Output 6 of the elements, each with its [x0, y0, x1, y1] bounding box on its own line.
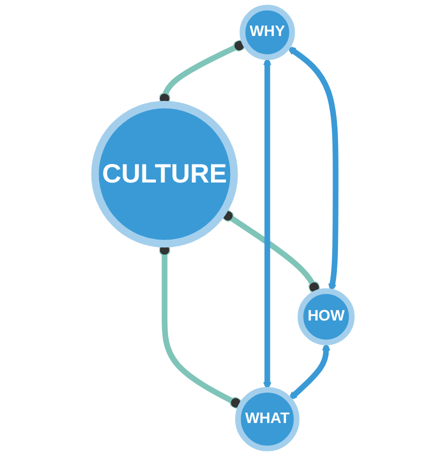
node-circle: WHY	[239, 4, 295, 60]
arrow	[287, 46, 338, 292]
node-circle: WHAT	[234, 386, 300, 452]
node-circle: CULTURE	[90, 100, 238, 248]
connector	[220, 210, 320, 294]
node-circle: HOW	[297, 288, 354, 346]
